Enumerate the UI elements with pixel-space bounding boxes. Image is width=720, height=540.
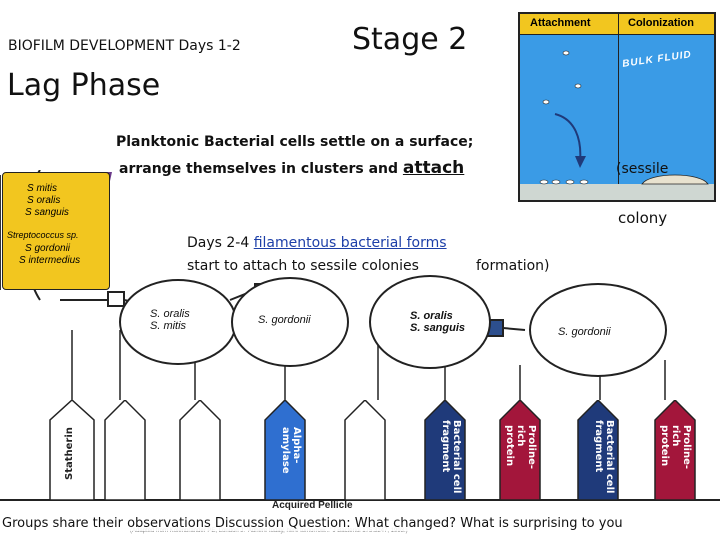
receptor-label-alpha: Alpha-amylase xyxy=(268,427,302,487)
legend-item: Streptococcus sp. xyxy=(7,230,79,240)
slide-title-phase: Lag Phase xyxy=(7,68,160,103)
days-link[interactable]: filamentous bacterial forms xyxy=(254,235,447,251)
pellicle-label: Acquired Pellicle xyxy=(272,500,353,511)
receptor-label-bcf-2: Bacterial cell fragment xyxy=(581,420,615,494)
formation-text: formation) xyxy=(476,258,550,274)
receptor-label-statherin: Statherin xyxy=(64,420,84,480)
receptor-blank xyxy=(105,400,145,500)
days-prefix: Days 2-4 xyxy=(187,235,249,251)
text-line-2: arrange themselves in clusters and attac… xyxy=(119,158,464,178)
days-line-1: Days 2-4 filamentous bacterial forms xyxy=(187,235,447,251)
slide-title-stage: Stage 2 xyxy=(352,22,467,57)
footer-question: Groups share their observations Discussi… xyxy=(2,516,623,531)
legend-item: S sanguis xyxy=(25,207,69,218)
legend-item: S gordonii xyxy=(25,243,70,254)
receptor-blank xyxy=(180,400,220,500)
legend-item: S mitis xyxy=(27,183,57,194)
text-line-1: Planktonic Bacterial cells settle on a s… xyxy=(116,134,473,150)
line2-prefix: arrange themselves in clusters and xyxy=(119,161,398,177)
receptor-label-bcf-1: Bacterial cell fragment xyxy=(428,420,462,494)
cell-label-2: S. gordonii xyxy=(258,314,311,326)
sessile-text: (sessile xyxy=(616,161,668,177)
legend-item: S oralis xyxy=(27,195,60,206)
line2-attach: attach xyxy=(403,158,464,178)
receptor-label-prp-1: Proline-rich protein xyxy=(503,425,537,489)
receptor-blank xyxy=(345,400,385,500)
legend-item: S intermedius xyxy=(19,255,80,266)
species-legend: S mitis S oralis S sanguis Streptococcus… xyxy=(2,172,110,290)
days-line-2: start to attach to sessile colonies xyxy=(187,258,419,274)
colony-text: colony xyxy=(618,209,667,227)
receptor-label-prp-2: Proline-rich protein xyxy=(658,425,692,489)
cell-label-4: S. gordonii xyxy=(558,326,611,338)
slide-title-small: BIOFILM DEVELOPMENT Days 1-2 xyxy=(8,38,241,54)
